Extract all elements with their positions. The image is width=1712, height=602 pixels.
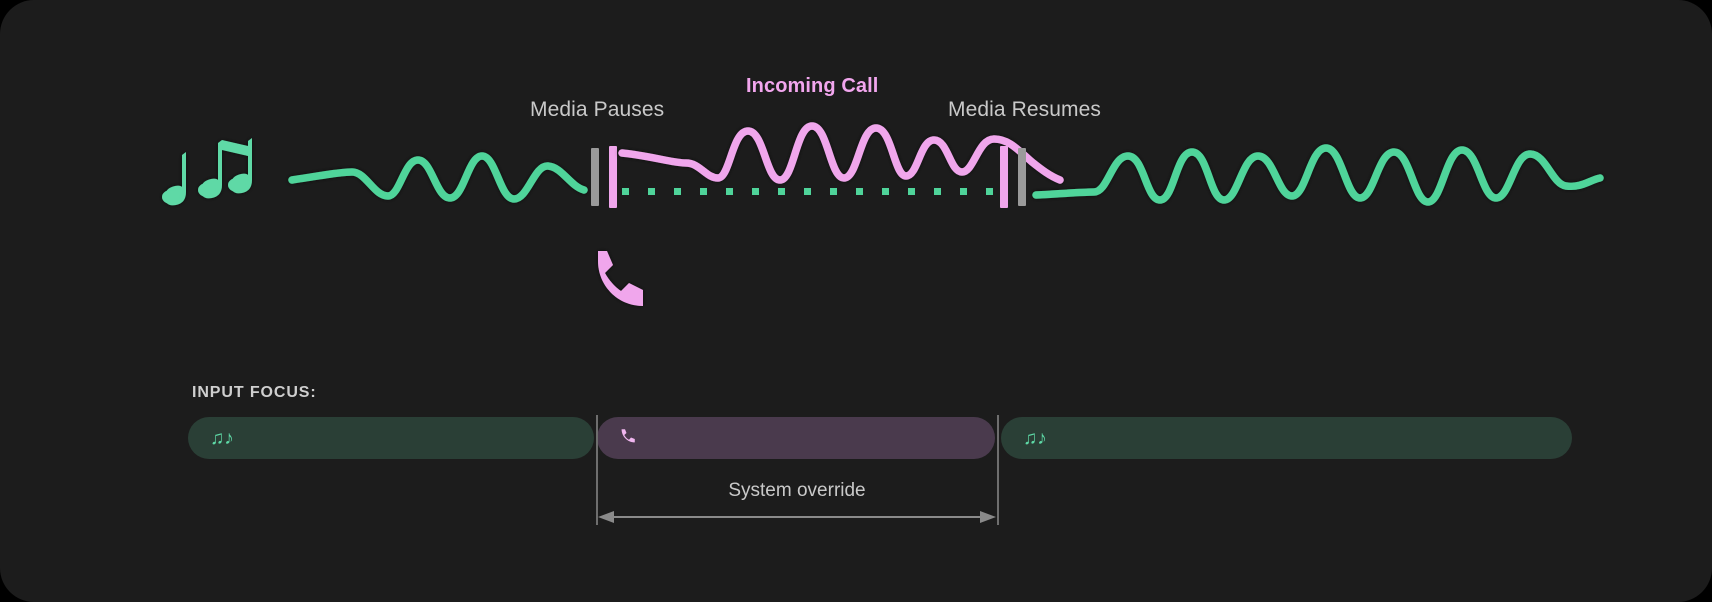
- muted-media-dotted-line: [622, 188, 993, 195]
- incoming-call-label: Incoming Call: [746, 75, 879, 97]
- media-pauses-label: Media Pauses: [530, 98, 665, 121]
- incoming-call-waveform: [618, 122, 1064, 184]
- music-notes-icon: [162, 138, 252, 206]
- resume-marker-gray-bar: [1018, 148, 1026, 206]
- phone-icon: [598, 251, 643, 306]
- override-divider-right: [997, 415, 999, 525]
- audio-timeline: Media Pauses Incoming Call Media Resumes: [162, 75, 1604, 306]
- focus-segment-call[interactable]: [597, 417, 995, 459]
- music-notes-icon: ♫♪: [1023, 427, 1047, 449]
- input-focus-title: INPUT FOCUS:: [192, 384, 317, 401]
- pause-marker-gray-bar: [591, 148, 599, 206]
- timeline-svg: [162, 122, 1604, 306]
- pause-marker-pink-bar: [609, 146, 617, 208]
- system-override-label: System override: [728, 480, 866, 501]
- media-waveform-right: [1032, 144, 1604, 206]
- override-divider-left: [596, 415, 598, 525]
- focus-segment-media-a[interactable]: ♫♪: [188, 417, 594, 459]
- phone-icon: [619, 426, 639, 450]
- media-waveform-left: [288, 152, 588, 203]
- media-resumes-label: Media Resumes: [948, 98, 1102, 121]
- music-notes-icon: ♫♪: [210, 427, 234, 449]
- resume-marker-pink-bar: [1000, 146, 1008, 208]
- focus-segment-media-b[interactable]: ♫♪: [1001, 417, 1572, 459]
